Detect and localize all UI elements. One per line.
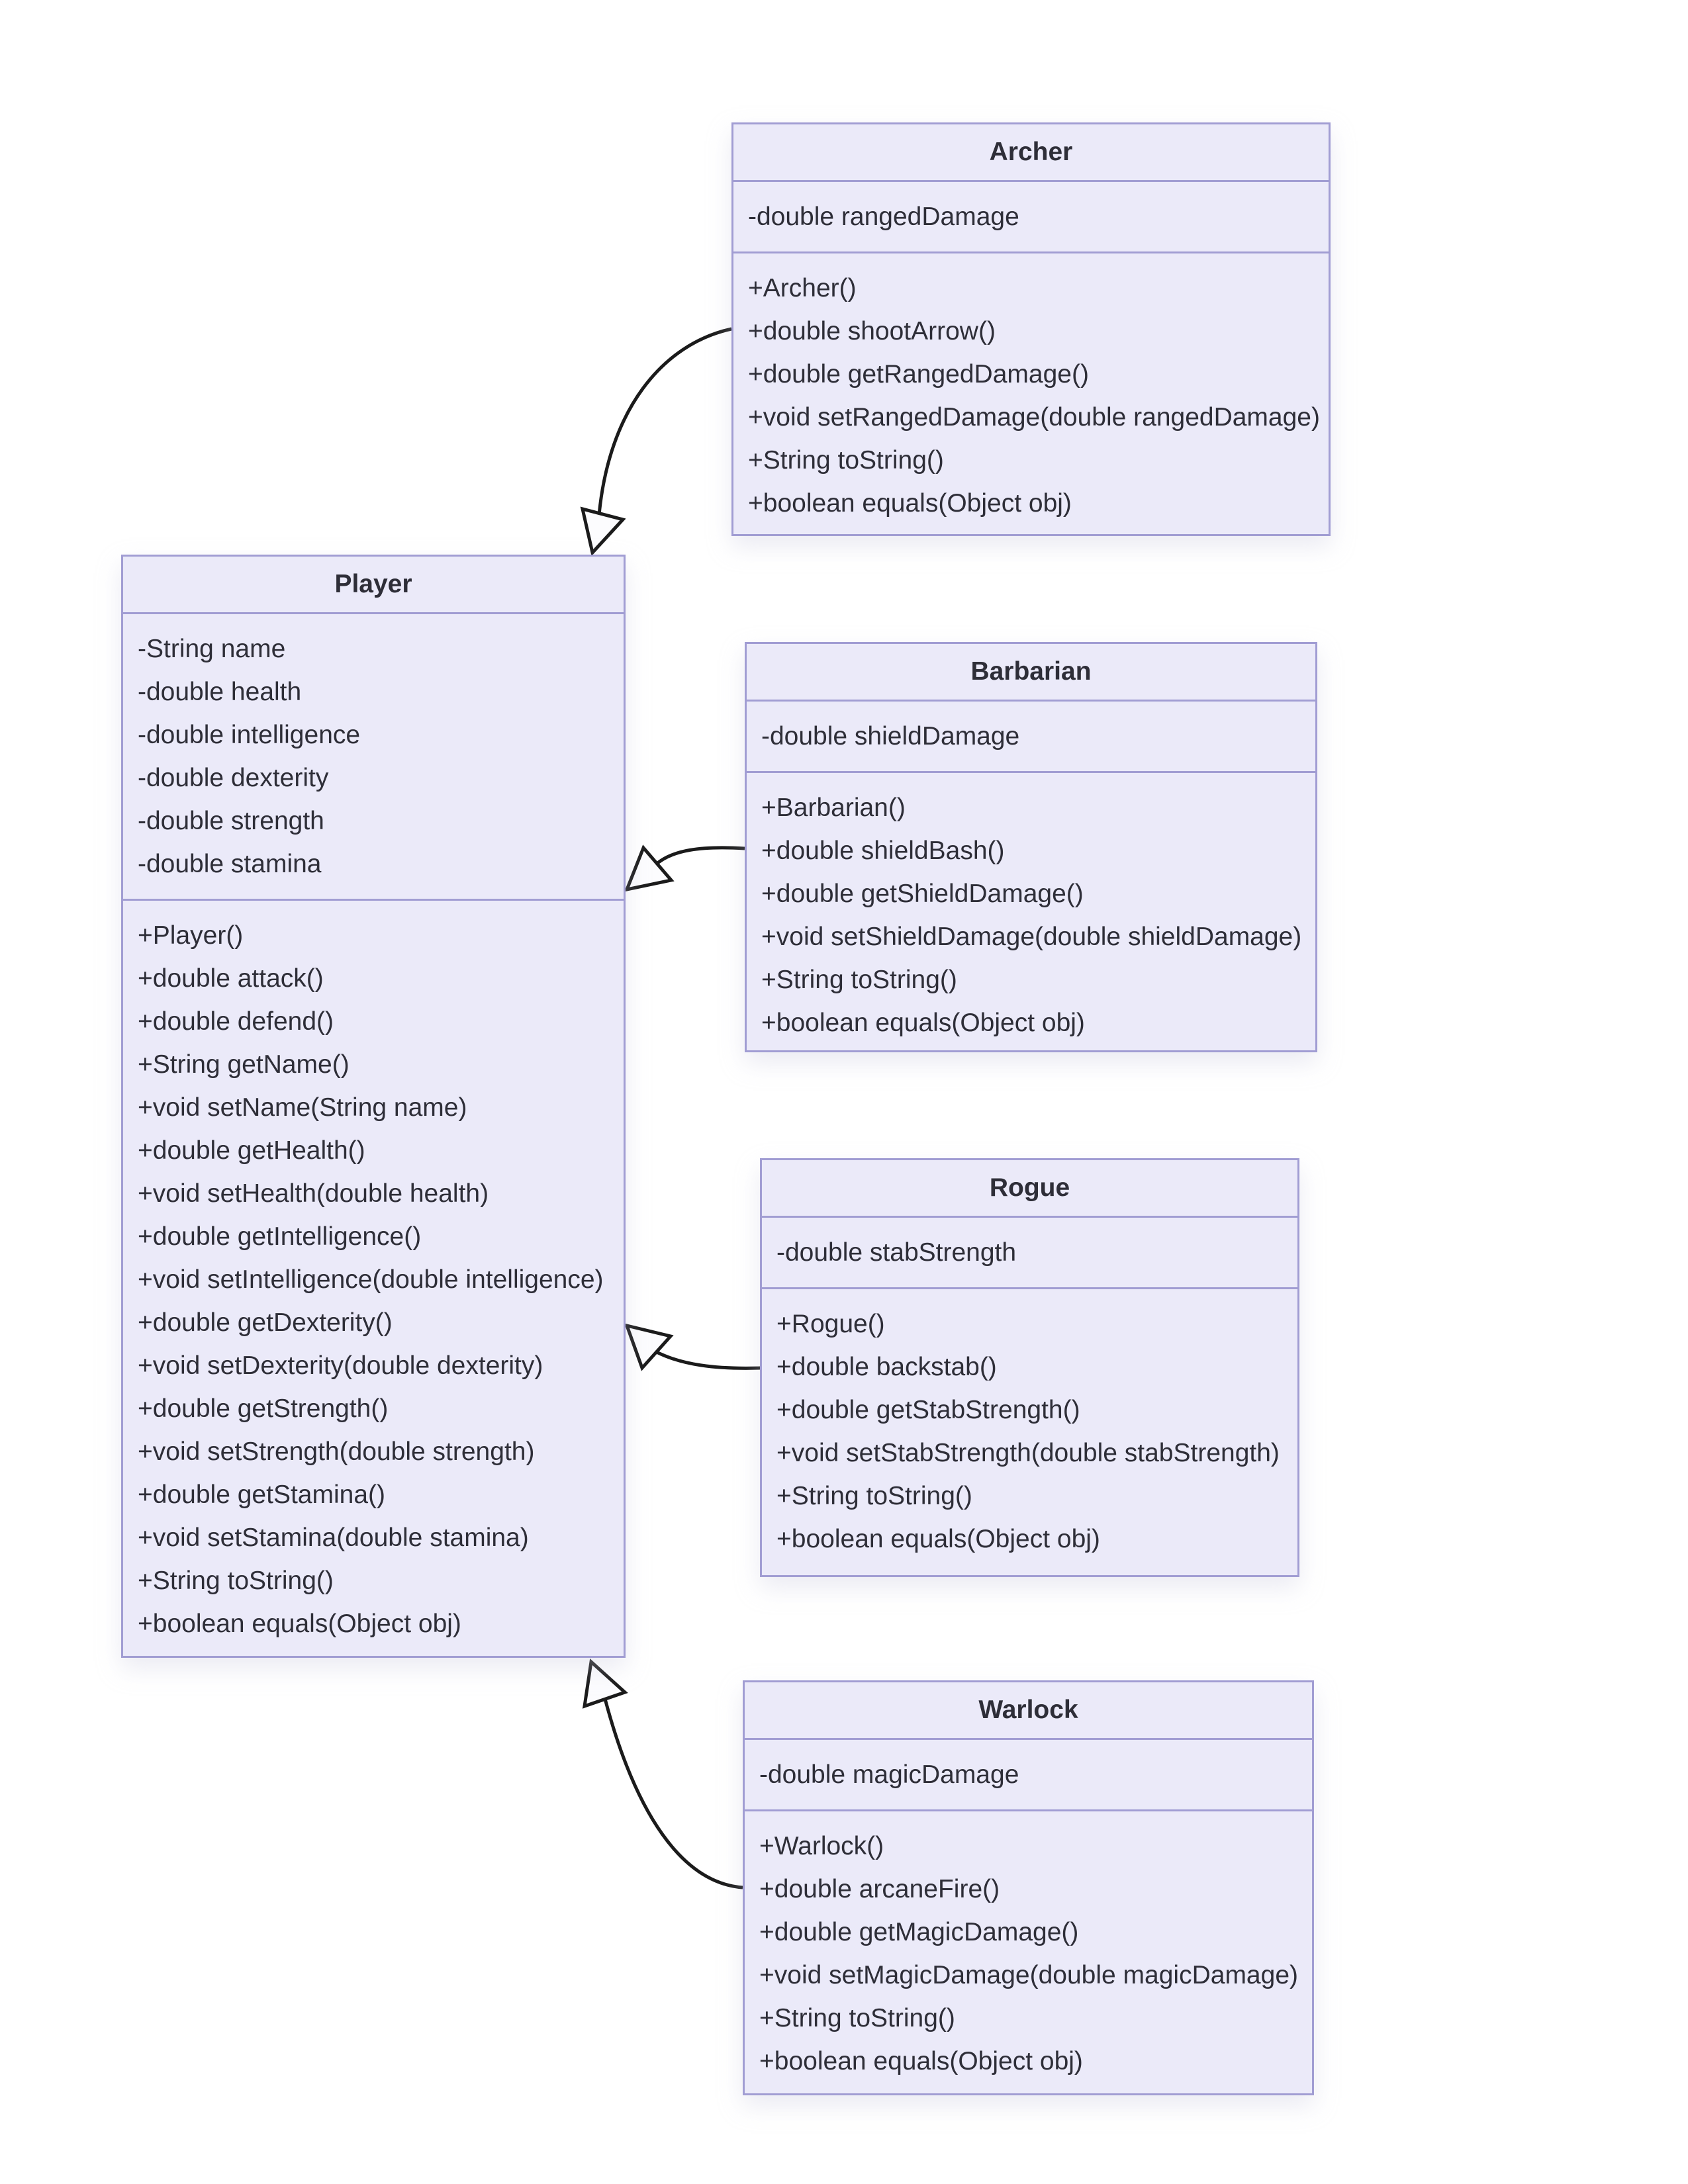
method: +void setHealth(double health): [138, 1179, 489, 1208]
method: +boolean equals(Object obj): [138, 1610, 461, 1638]
method: +boolean equals(Object obj): [761, 1009, 1085, 1037]
method: +double getIntelligence(): [138, 1222, 422, 1251]
method: +double getStrength(): [138, 1394, 389, 1423]
attributes-compartment: -double stabStrength: [762, 1218, 1297, 1289]
attribute: -double stabStrength: [776, 1238, 1017, 1267]
attributes-compartment: -double shieldDamage: [747, 702, 1315, 773]
inheritance-edge-barbarian-player: [624, 844, 745, 892]
attribute: -double shieldDamage: [761, 722, 1020, 751]
inheritance-arrowhead-icon: [624, 844, 675, 892]
method: +void setStrength(double strength): [138, 1437, 535, 1466]
method: +void setMagicDamage(double magicDamage): [759, 1961, 1298, 1989]
method: +double shieldBash(): [761, 837, 1005, 865]
edge-line: [603, 1698, 743, 1889]
method: +double shootArrow(): [748, 317, 996, 345]
inheritance-edge-archer-player: [580, 327, 732, 557]
class-title: Player: [123, 557, 624, 614]
attributes-compartment: -String name -double health -double intell…: [123, 614, 624, 901]
method: +boolean equals(Object obj): [759, 2047, 1083, 2075]
method: +String getName(): [138, 1050, 350, 1079]
method: +String toString(): [759, 2004, 955, 2032]
method: +Barbarian(): [761, 794, 906, 822]
class-box-player: Player -String name -double health -double …: [121, 555, 626, 1658]
method: +boolean equals(Object obj): [748, 489, 1072, 518]
method: +void setStamina(double stamina): [138, 1524, 529, 1552]
class-title: Rogue: [762, 1160, 1297, 1218]
inheritance-arrowhead-icon: [582, 1659, 628, 1709]
attribute: -double strength: [138, 807, 324, 835]
attribute: -double magicDamage: [759, 1760, 1019, 1789]
inheritance-edge-rogue-player: [624, 1323, 761, 1371]
method: +String toString(): [776, 1482, 972, 1510]
method: +void setRangedDamage(double rangedDamag…: [748, 403, 1320, 432]
method: +void setShieldDamage(double shieldDamag…: [761, 923, 1302, 951]
method: +String toString(): [761, 966, 957, 994]
attribute: -double dexterity: [138, 764, 329, 792]
method: +double arcaneFire(): [759, 1875, 1000, 1903]
class-box-barbarian: Barbarian -double shieldDamage +Barbarian(…: [745, 642, 1317, 1052]
method: +String toString(): [138, 1567, 334, 1595]
class-title: Archer: [733, 124, 1329, 182]
edge-line: [597, 327, 732, 516]
attributes-compartment: -double rangedDamage: [733, 182, 1329, 253]
method: +double getStamina(): [138, 1480, 385, 1509]
method: +void setStabStrength(double stabStrengt…: [776, 1439, 1280, 1467]
method: +void setName(String name): [138, 1093, 467, 1122]
method: +boolean equals(Object obj): [776, 1525, 1100, 1553]
class-box-archer: Archer -double rangedDamage +Archer() +doub…: [731, 122, 1331, 536]
methods-compartment: +Rogue() +double backstab() +double getSta…: [762, 1289, 1297, 1575]
method: +double defend(): [138, 1007, 334, 1036]
method: +double attack(): [138, 964, 324, 993]
method: +double getRangedDamage(): [748, 360, 1089, 388]
inheritance-arrowhead-icon: [580, 506, 626, 557]
method: +void setDexterity(double dexterity): [138, 1351, 543, 1380]
method: +double getMagicDamage(): [759, 1918, 1079, 1946]
attribute: -double intelligence: [138, 721, 361, 749]
attribute: -String name: [138, 635, 286, 663]
method: +Player(): [138, 921, 244, 950]
edge-line: [654, 846, 745, 866]
attribute: -double health: [138, 678, 302, 706]
attribute: -double rangedDamage: [748, 203, 1019, 231]
class-title: Warlock: [745, 1682, 1312, 1740]
method: +void setIntelligence(double intelligenc…: [138, 1265, 604, 1294]
method: +double getStabStrength(): [776, 1396, 1080, 1424]
method: +String toString(): [748, 446, 944, 475]
method: +double backstab(): [776, 1353, 997, 1381]
methods-compartment: +Barbarian() +double shieldBash() +double …: [747, 773, 1315, 1050]
methods-compartment: +Archer() +double shootArrow() +double get…: [733, 253, 1329, 534]
methods-compartment: +Player() +double attack() +double defend(…: [123, 901, 624, 1656]
attribute: -double stamina: [138, 850, 322, 878]
edge-line: [655, 1350, 761, 1370]
methods-compartment: +Warlock() +double arcaneFire() +double ge…: [745, 1811, 1312, 2093]
method: +double getDexterity(): [138, 1308, 393, 1337]
inheritance-arrowhead-icon: [624, 1323, 674, 1371]
method: +Archer(): [748, 274, 857, 302]
class-box-rogue: Rogue -double stabStrength +Rogue() +double…: [760, 1158, 1299, 1577]
inheritance-edge-warlock-player: [582, 1659, 743, 1889]
class-box-warlock: Warlock -double magicDamage +Warlock() +dou…: [743, 1680, 1314, 2095]
method: +Rogue(): [776, 1310, 885, 1338]
method: +double getShieldDamage(): [761, 880, 1084, 908]
method: +Warlock(): [759, 1832, 884, 1860]
method: +double getHealth(): [138, 1136, 365, 1165]
attributes-compartment: -double magicDamage: [745, 1740, 1312, 1811]
class-title: Barbarian: [747, 644, 1315, 702]
